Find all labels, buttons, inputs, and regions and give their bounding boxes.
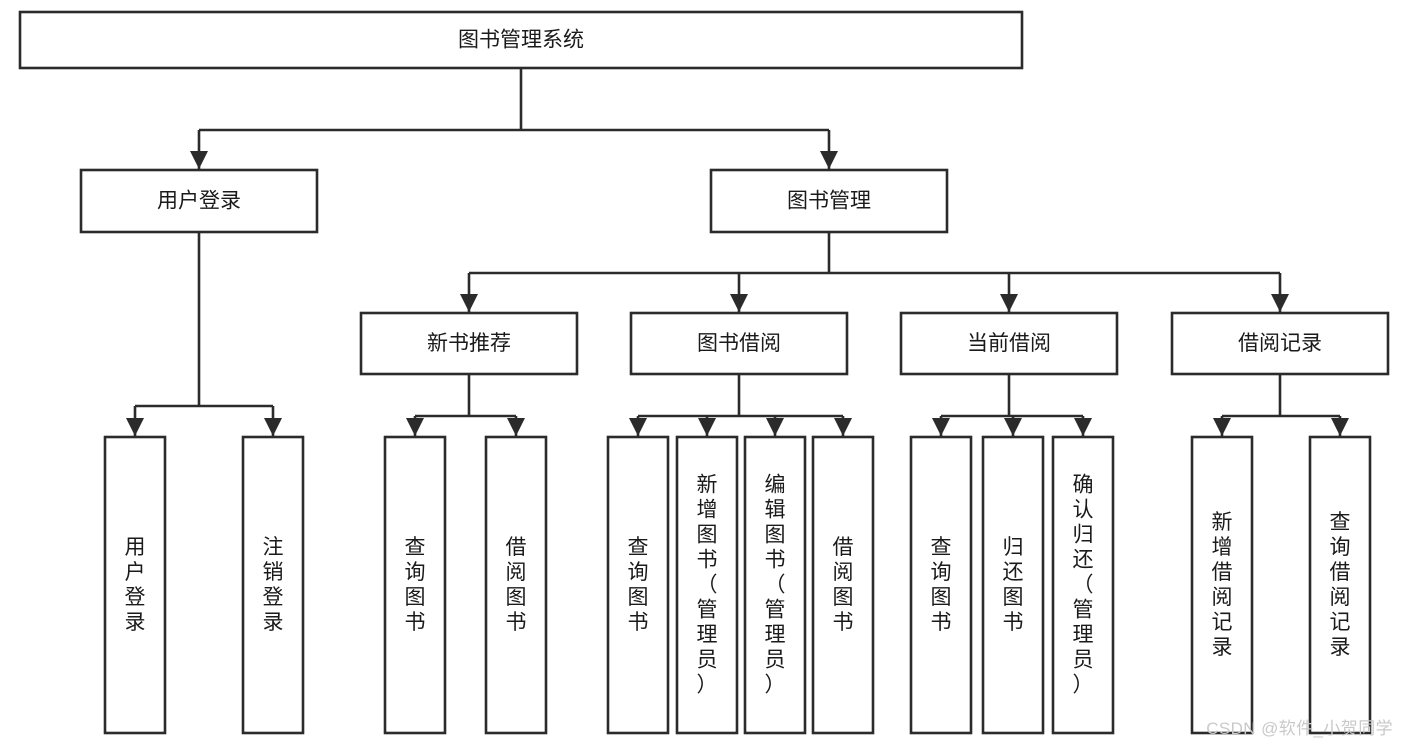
node-label: 查询借阅记录: [1330, 511, 1351, 659]
arrow-head-icon: [698, 418, 716, 436]
node-leaf-1[interactable]: 注销登录: [241, 435, 305, 735]
node-level2-用户登录[interactable]: 用户登录: [79, 168, 319, 234]
node-rect: [811, 435, 875, 735]
node-label: 借阅图书: [833, 536, 854, 634]
arrow-head-icon: [406, 418, 424, 436]
node-rect: [241, 435, 305, 735]
node-label: 当前借阅: [967, 332, 1051, 355]
node-rect: [18, 10, 1024, 70]
node-level3-图书借阅[interactable]: 图书借阅: [629, 311, 849, 376]
node-rect: [709, 168, 949, 234]
node-leaf-6[interactable]: 编辑图书（管理员）: [743, 435, 807, 735]
node-rect: [103, 435, 167, 735]
node-layer: 图书管理系统用户登录图书管理新书推荐图书借阅当前借阅借阅记录用户登录注销登录查询…: [18, 10, 1390, 735]
node-rect: [981, 435, 1045, 735]
arrow-head-icon: [190, 151, 208, 169]
node-label: 确认归还（管理员）: [1073, 474, 1094, 697]
node-root-图书管理系统[interactable]: 图书管理系统: [18, 10, 1024, 70]
arrow-head-icon: [1000, 294, 1018, 312]
node-label: 借阅图书: [506, 536, 527, 634]
arrow-head-icon: [1074, 418, 1092, 436]
arrow-head-icon: [264, 418, 282, 436]
node-rect: [629, 311, 849, 376]
node-level3-借阅记录[interactable]: 借阅记录: [1170, 311, 1390, 376]
arrow-head-icon: [730, 294, 748, 312]
node-label: 新书推荐: [427, 332, 511, 355]
node-rect: [1170, 311, 1390, 376]
node-label: 注销登录: [263, 536, 284, 634]
node-label: 查询图书: [405, 536, 426, 634]
arrow-head-icon: [1271, 294, 1289, 312]
node-label: 查询图书: [628, 536, 649, 634]
node-rect: [383, 435, 447, 735]
arrow-head-icon: [1004, 418, 1022, 436]
node-leaf-5[interactable]: 新增图书（管理员）: [675, 435, 739, 735]
node-leaf-2[interactable]: 查询图书: [383, 435, 447, 735]
node-rect: [1190, 435, 1254, 735]
node-label: 图书管理: [787, 190, 871, 213]
node-leaf-7[interactable]: 借阅图书: [811, 435, 875, 735]
node-level3-新书推荐[interactable]: 新书推荐: [359, 311, 579, 376]
node-label: 图书管理系统: [458, 29, 584, 52]
arrow-head-icon: [460, 294, 478, 312]
arrow-head-icon: [507, 418, 525, 436]
node-rect: [675, 435, 739, 735]
node-level3-当前借阅[interactable]: 当前借阅: [899, 311, 1119, 376]
arrow-head-icon: [1213, 418, 1231, 436]
connector-layer: [126, 68, 1349, 436]
node-label: 归还图书: [1003, 536, 1024, 634]
arrow-head-icon: [766, 418, 784, 436]
node-leaf-9[interactable]: 归还图书: [981, 435, 1045, 735]
node-rect: [1051, 435, 1115, 735]
node-label: 编辑图书（管理员）: [765, 474, 786, 697]
node-rect: [79, 168, 319, 234]
node-level2-图书管理[interactable]: 图书管理: [709, 168, 949, 234]
node-label: 借阅记录: [1238, 332, 1322, 355]
node-leaf-12[interactable]: 查询借阅记录: [1308, 435, 1372, 735]
arrow-head-icon: [1331, 418, 1349, 436]
node-rect: [1308, 435, 1372, 735]
node-leaf-3[interactable]: 借阅图书: [484, 435, 548, 735]
arrow-head-icon: [820, 151, 838, 169]
node-rect: [359, 311, 579, 376]
node-rect: [899, 311, 1119, 376]
node-rect: [909, 435, 973, 735]
node-label: 用户登录: [125, 536, 146, 634]
node-leaf-4[interactable]: 查询图书: [606, 435, 670, 735]
node-rect: [606, 435, 670, 735]
arrow-head-icon: [126, 418, 144, 436]
node-label: 新增图书（管理员）: [697, 474, 718, 697]
arrow-head-icon: [629, 418, 647, 436]
arrow-head-icon: [834, 418, 852, 436]
node-leaf-11[interactable]: 新增借阅记录: [1190, 435, 1254, 735]
node-leaf-8[interactable]: 查询图书: [909, 435, 973, 735]
node-rect: [484, 435, 548, 735]
arrow-head-icon: [932, 418, 950, 436]
node-label: 图书借阅: [697, 332, 781, 355]
node-label: 用户登录: [157, 190, 241, 213]
node-label: 查询图书: [931, 536, 952, 634]
node-rect: [743, 435, 807, 735]
node-label: 新增借阅记录: [1212, 511, 1233, 659]
node-leaf-10[interactable]: 确认归还（管理员）: [1051, 435, 1115, 735]
node-leaf-0[interactable]: 用户登录: [103, 435, 167, 735]
watermark-text: CSDN @软件_小贺同学: [1206, 719, 1393, 738]
